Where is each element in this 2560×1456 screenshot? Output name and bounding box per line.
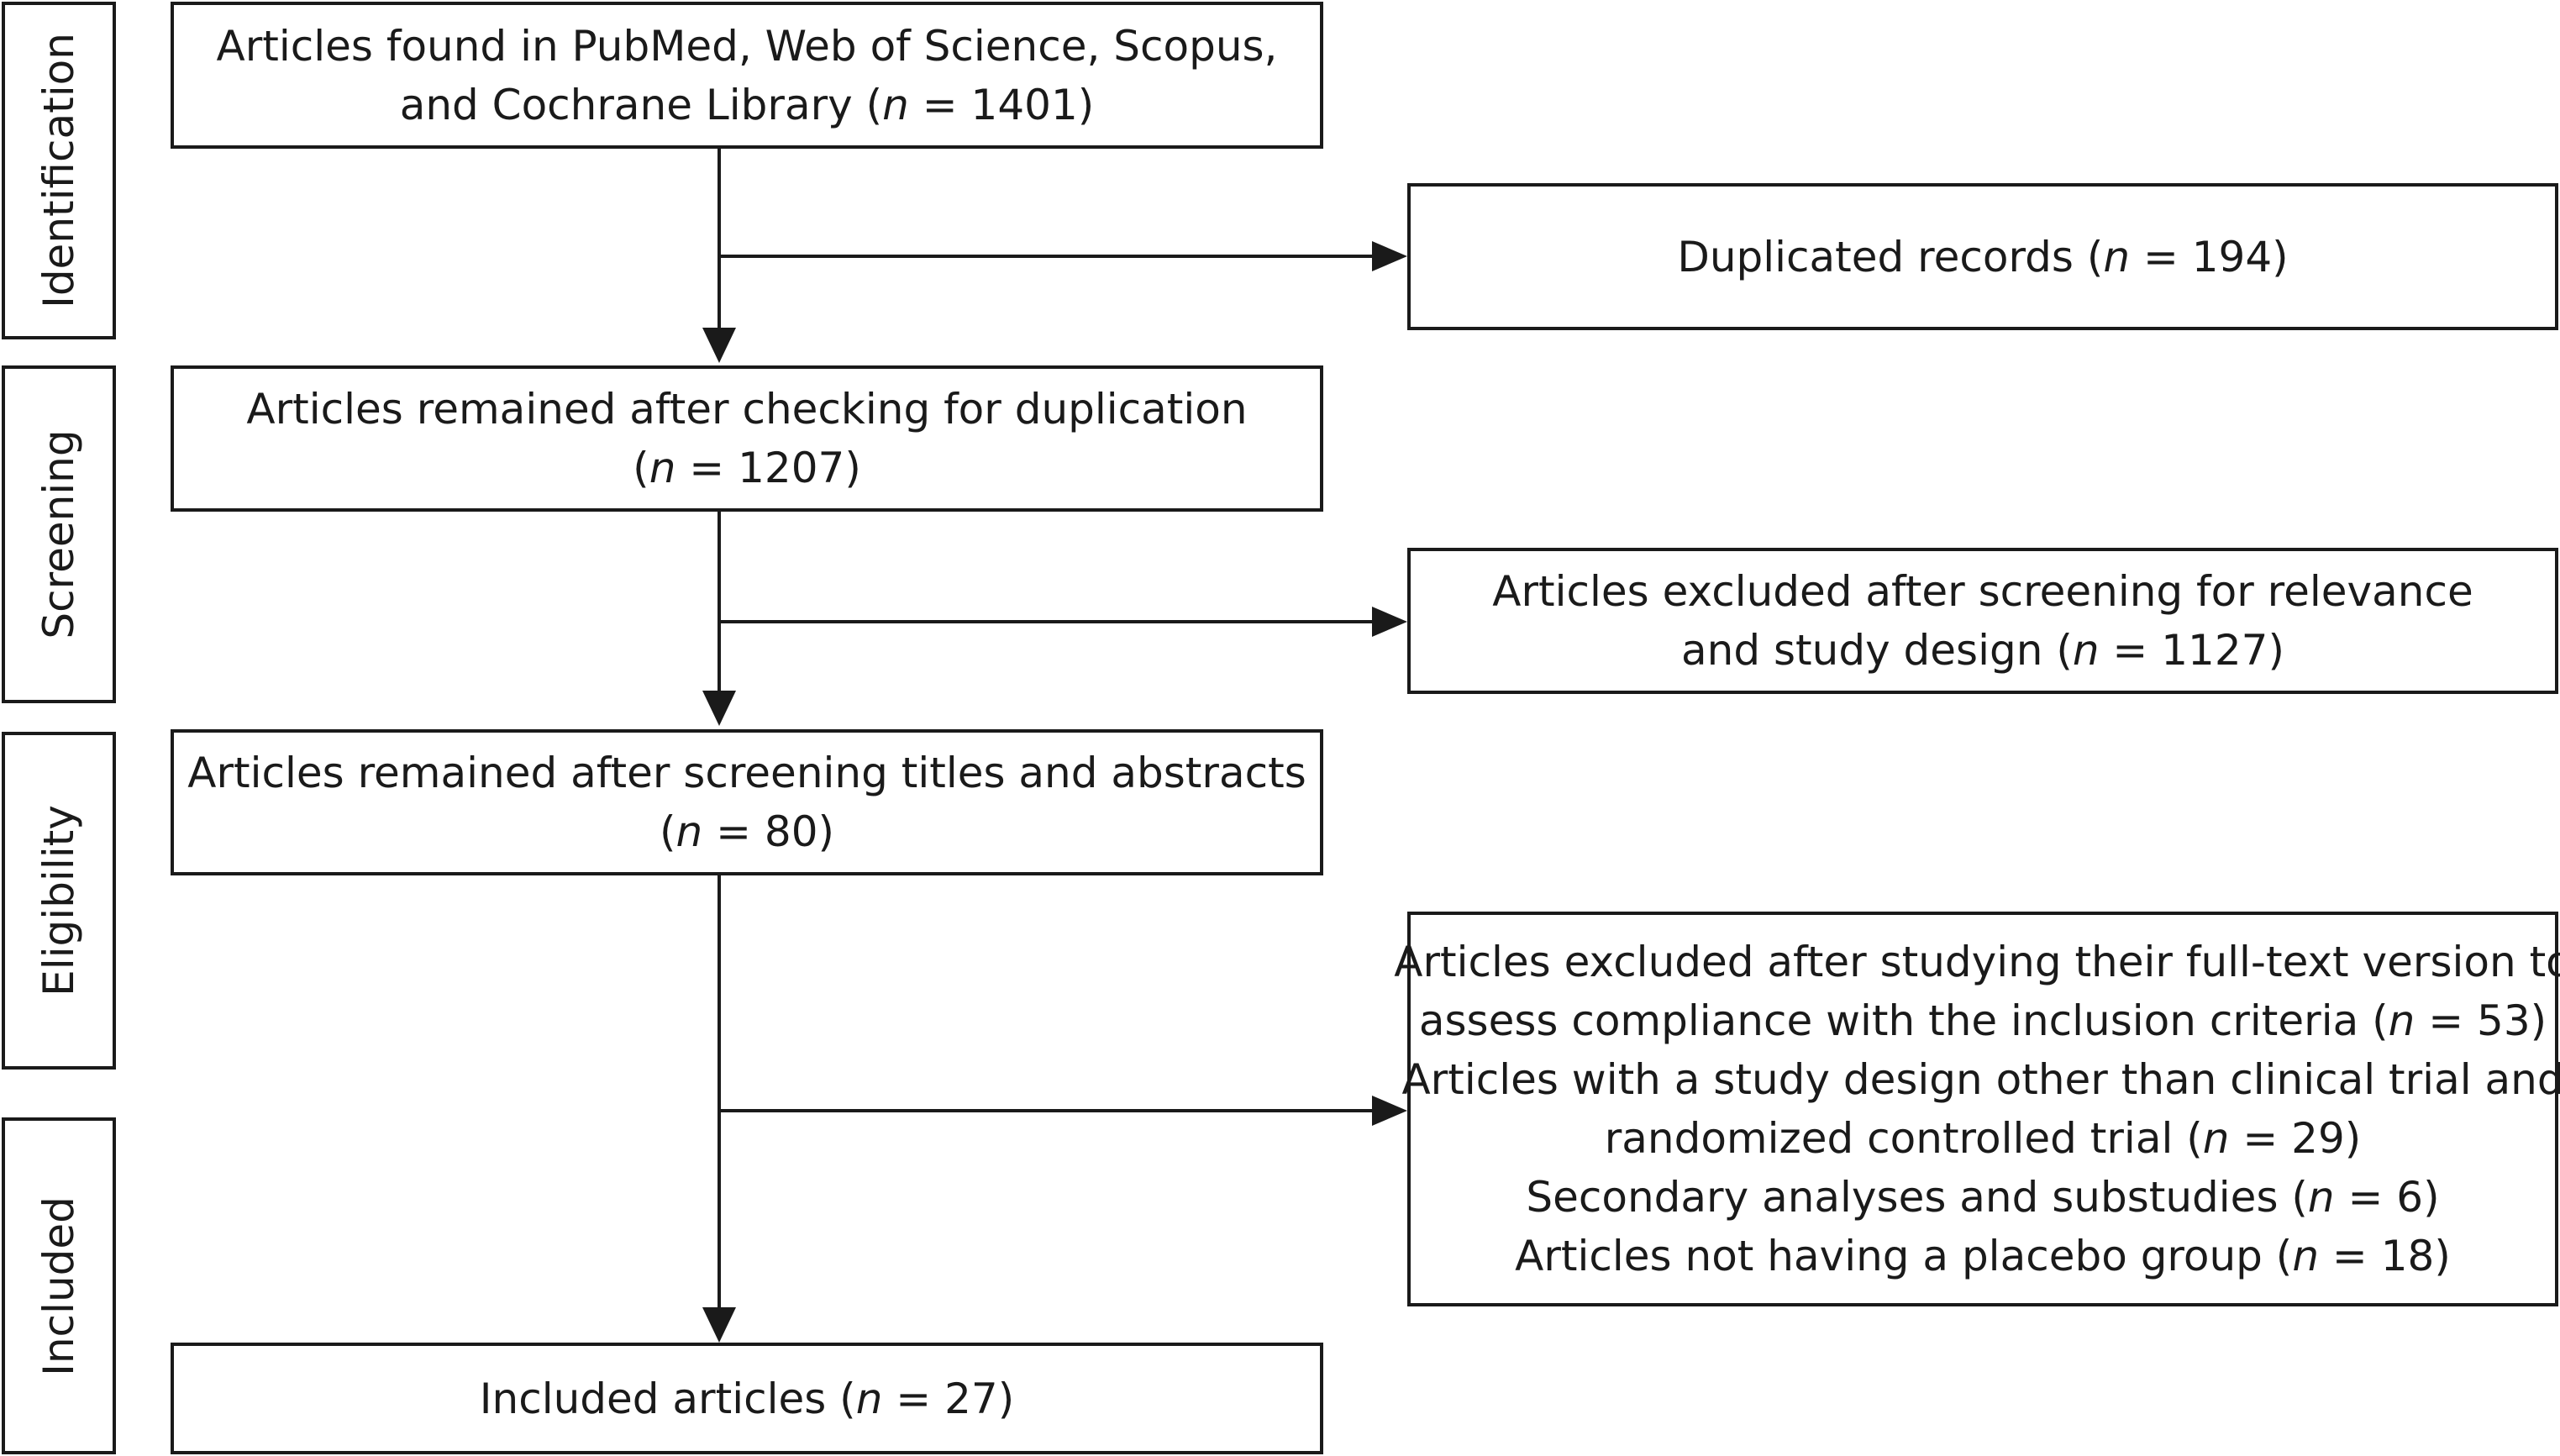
box-articles-after-screening: Articles remained after screening titles… <box>171 729 1323 875</box>
stage-screening-label: Screening <box>34 429 83 639</box>
identified-line-2: and Cochrane Library (n = 1401) <box>399 80 1095 129</box>
stage-included-label: Included <box>34 1196 83 1376</box>
stage-identification-label: Identification <box>34 33 83 308</box>
screened-line-2: (n = 80) <box>659 807 835 856</box>
deduplicated-line-1: Articles remained after checking for dup… <box>246 385 1248 434</box>
arrowhead-down-1 <box>702 328 736 363</box>
screening-excluded-line-1: Articles excluded after screening for re… <box>1492 567 2473 616</box>
fulltext-excluded-line-2: assess compliance with the inclusion cri… <box>1418 996 2547 1045</box>
stage-identification: Identification <box>2 2 116 339</box>
screening-excluded-line-2: and study design (n = 1127) <box>1681 626 2284 675</box>
arrowhead-down-3 <box>702 1307 736 1343</box>
deduplicated-line-2: (n = 1207) <box>633 444 861 492</box>
fulltext-excluded-line-5: Secondary analyses and substudies (n = 6… <box>1526 1173 2440 1222</box>
box-screening-excluded: Articles excluded after screening for re… <box>1407 548 2558 694</box>
arrowhead-right-2 <box>1372 607 1407 637</box>
box-articles-after-deduplication: Articles remained after checking for dup… <box>171 365 1323 512</box>
stage-screening: Screening <box>2 365 116 703</box>
fulltext-excluded-line-3: Articles with a study design other than … <box>1401 1055 2560 1104</box>
identified-line-1: Articles found in PubMed, Web of Science… <box>216 21 1278 71</box>
arrowhead-right-1 <box>1372 241 1407 271</box>
arrowhead-right-3 <box>1372 1096 1407 1126</box>
arrowhead-down-2 <box>702 691 736 726</box>
fulltext-excluded-line-6: Articles not having a placebo group (n =… <box>1515 1232 2451 1280</box>
box-duplicated-records: Duplicated records (n = 194) <box>1407 183 2558 330</box>
included-line-1: Included articles (n = 27) <box>479 1374 1015 1423</box>
fulltext-excluded-line-4: randomized controlled trial (n = 29) <box>1604 1114 2362 1163</box>
stage-eligibility: Eligibility <box>2 732 116 1070</box>
fulltext-excluded-line-1: Articles excluded after studying their f… <box>1394 938 2560 986</box>
box-included-articles: Included articles (n = 27) <box>171 1343 1323 1454</box>
box-articles-identified: Articles found in PubMed, Web of Science… <box>171 2 1323 149</box>
screened-line-1: Articles remained after screening titles… <box>187 749 1306 797</box>
duplicates-line-1: Duplicated records (n = 194) <box>1677 232 2289 281</box>
stage-eligibility-label: Eligibility <box>34 805 83 996</box>
box-fulltext-excluded: Articles excluded after studying their f… <box>1394 912 2560 1306</box>
stage-included: Included <box>2 1117 116 1454</box>
